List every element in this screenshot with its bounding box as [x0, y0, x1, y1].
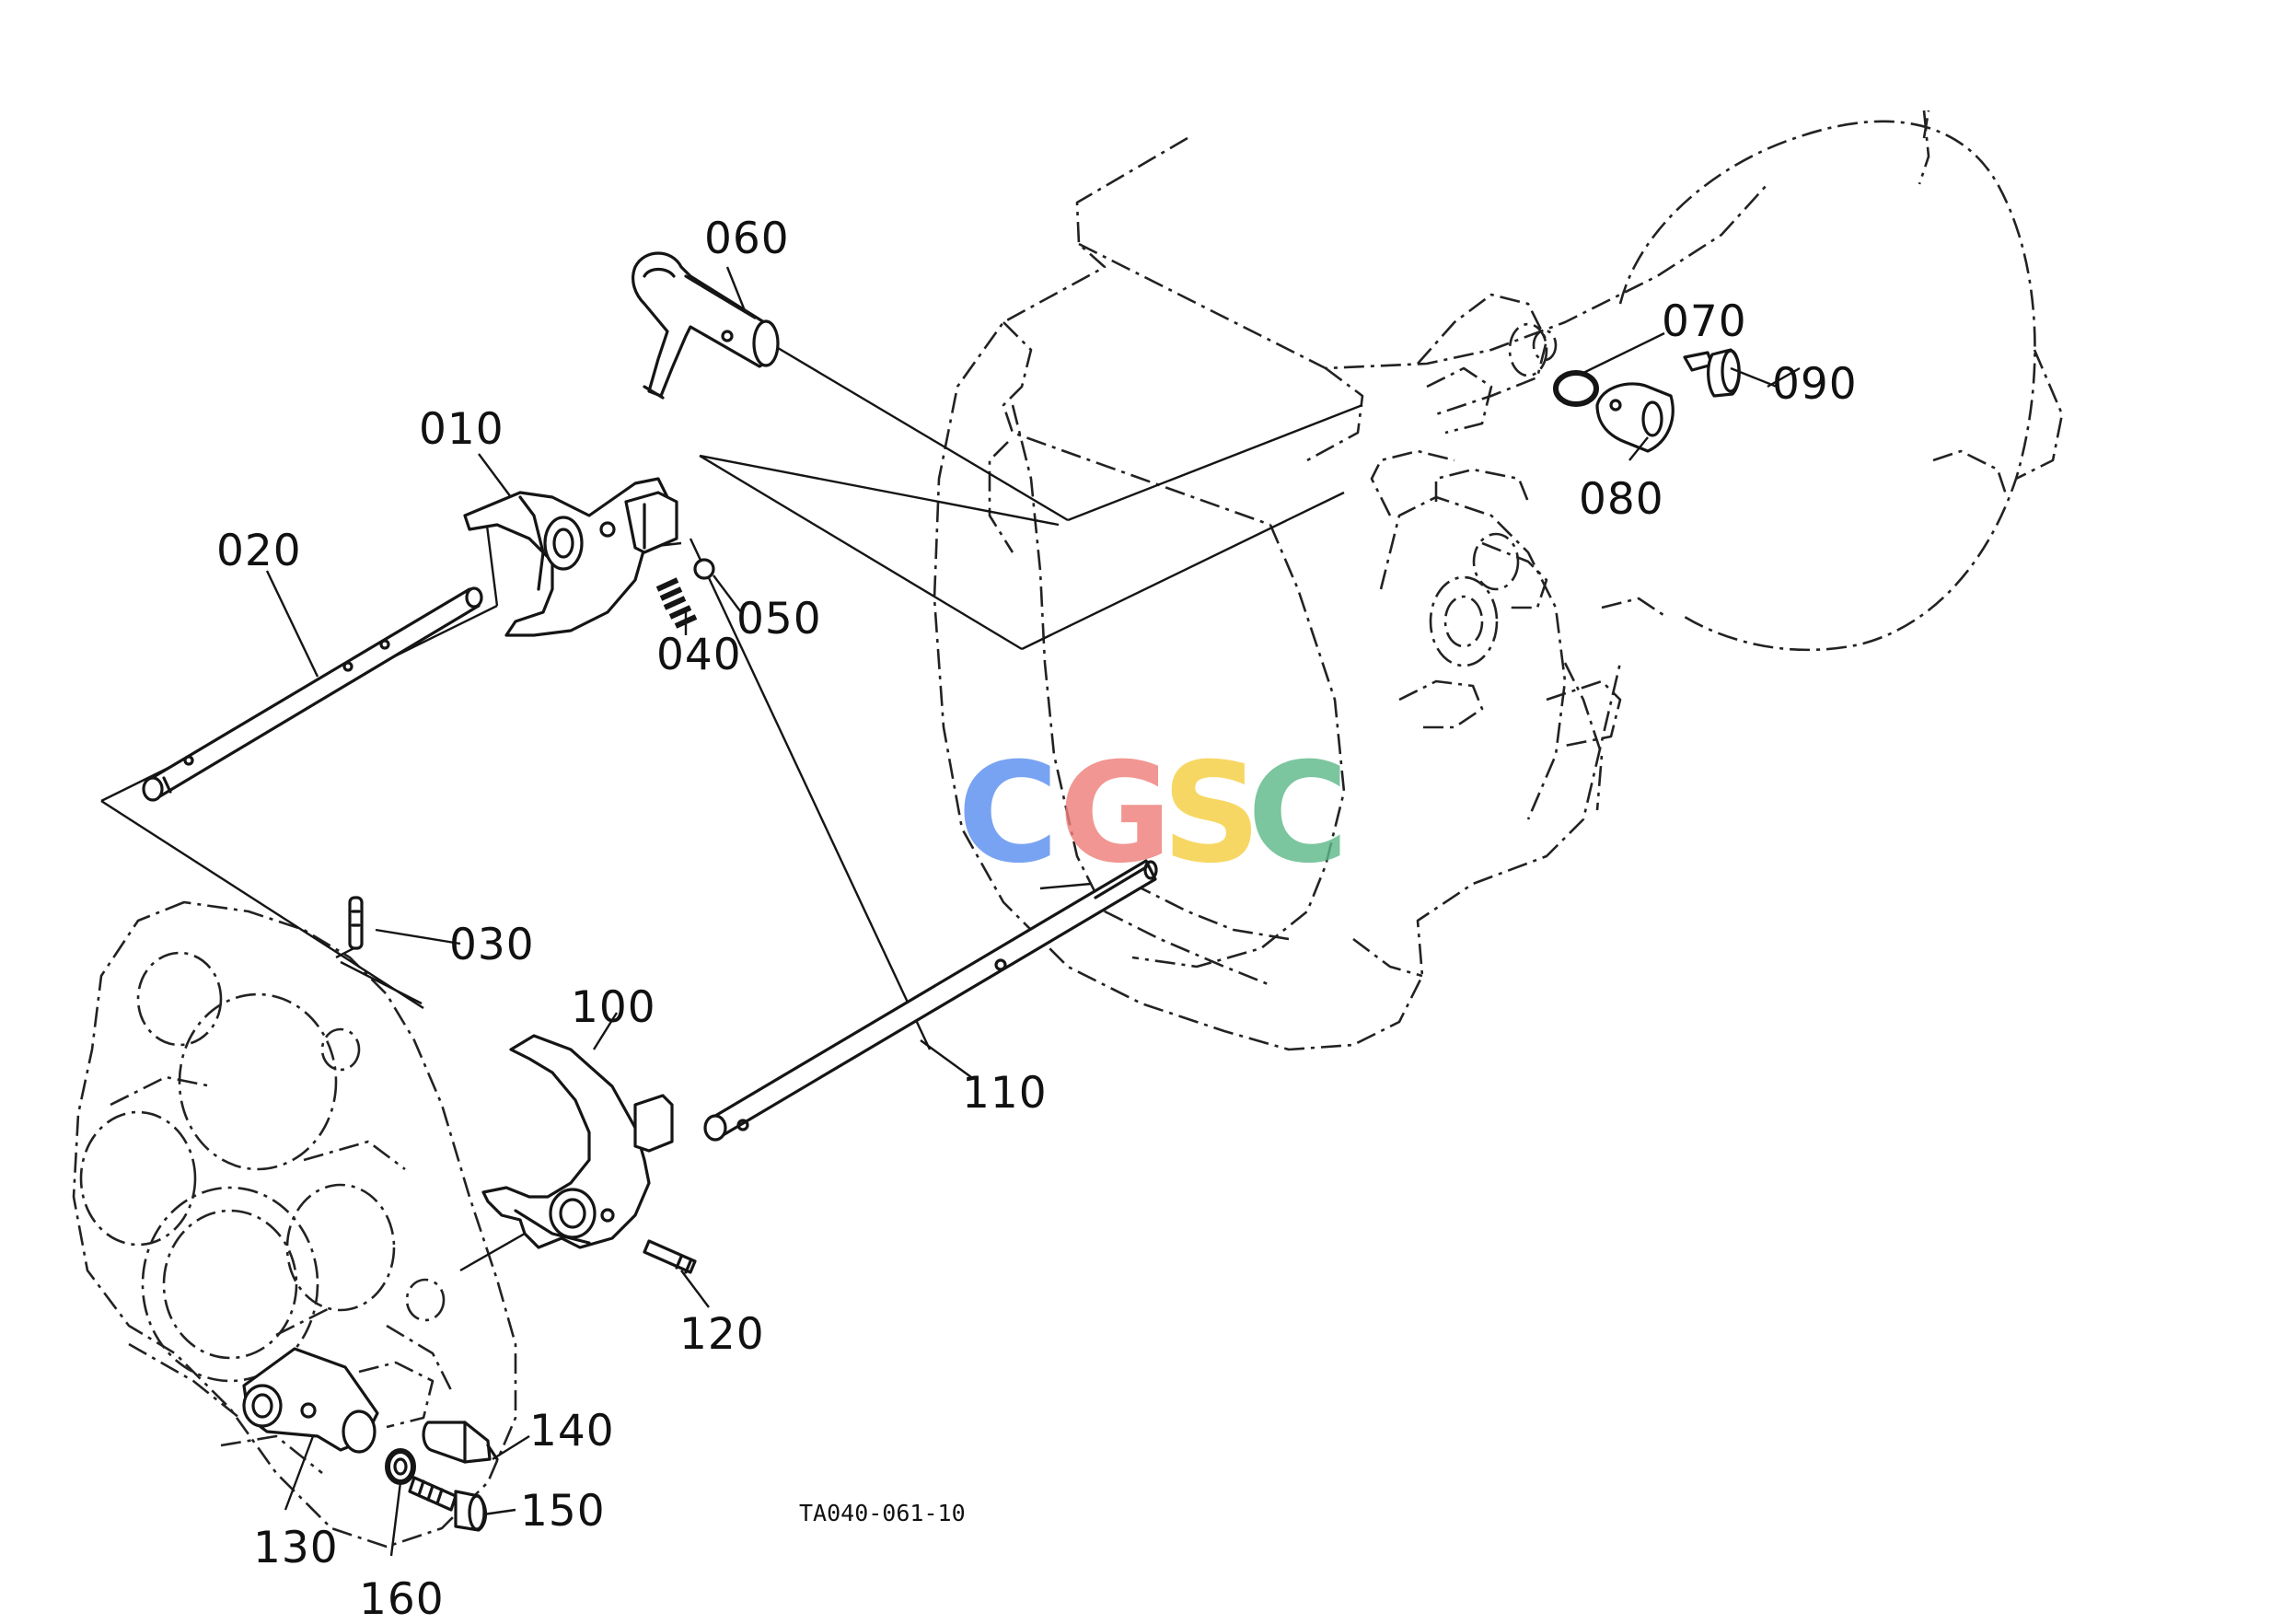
watermark-letter-3: S: [1162, 734, 1261, 894]
watermark-logo: C G S C: [957, 734, 1349, 894]
shift-fork-100: [481, 1034, 674, 1249]
part-label-070: 070: [1662, 296, 1747, 347]
part-label-040: 040: [656, 630, 742, 680]
diagram-code: TA040-061-10: [799, 1500, 966, 1526]
part-label-020: 020: [216, 526, 302, 576]
spring-pin-120: [643, 1239, 697, 1274]
shift-arm-130: [242, 1347, 379, 1454]
bolt-150: [408, 1476, 488, 1532]
part-label-160: 160: [359, 1574, 445, 1624]
watermark-letter-4: C: [1247, 734, 1349, 894]
part-label-080: 080: [1579, 474, 1664, 525]
spring-040: [655, 577, 698, 629]
shift-rod-020: [142, 586, 483, 802]
part-label-090: 090: [1772, 359, 1858, 410]
part-label-110: 110: [962, 1068, 1048, 1119]
shift-fork-010: [463, 477, 678, 637]
leader-lines: [265, 266, 1801, 1557]
part-label-010: 010: [419, 404, 504, 455]
part-label-120: 120: [679, 1309, 765, 1360]
part-label-050: 050: [736, 594, 822, 644]
part-label-030: 030: [449, 920, 535, 970]
part-labels: 060 010 020 030 040 050 070 080 090 100 …: [216, 214, 1858, 1624]
ball-050: [693, 558, 715, 580]
transmission-housing: [933, 110, 2064, 1051]
part-label-140: 140: [529, 1406, 615, 1456]
shift-rod-110: [703, 859, 1158, 1142]
part-label-060: 060: [704, 214, 790, 264]
housing-cover: [72, 900, 517, 1549]
watermark-letter-2: G: [1059, 734, 1172, 894]
watermark-letter-1: C: [957, 734, 1059, 894]
plate-080: [1595, 382, 1675, 453]
shift-lever-060: [632, 251, 780, 400]
part-label-130: 130: [253, 1523, 339, 1573]
part-label-100: 100: [571, 982, 656, 1033]
bolt-090: [1683, 348, 1741, 398]
detent-pin-140: [422, 1421, 499, 1464]
spring-pin-030: [348, 896, 364, 950]
washer-160: [385, 1448, 416, 1485]
part-label-150: 150: [520, 1486, 606, 1537]
o-ring-070: [1553, 370, 1599, 407]
